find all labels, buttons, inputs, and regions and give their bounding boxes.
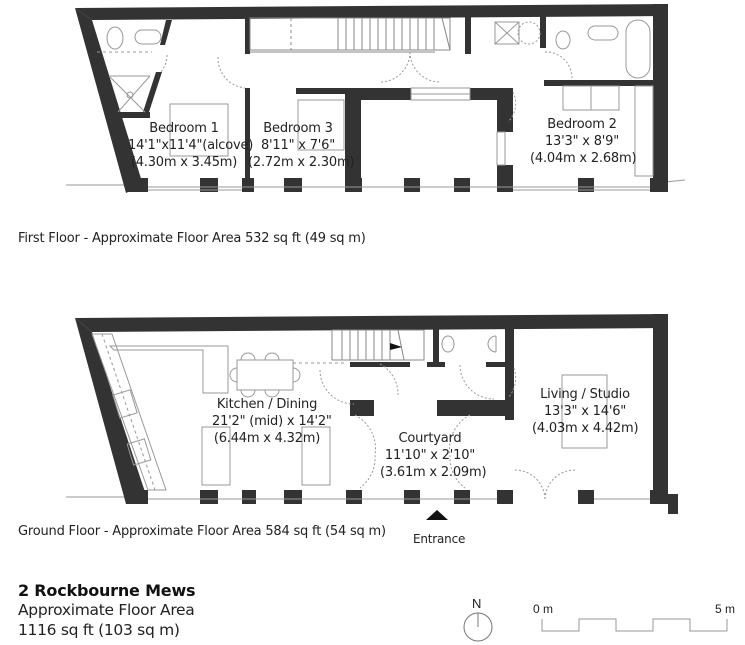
room-dimensions-imperial: 11'10" x 2'10" (384, 448, 476, 463)
scale-end-label: 5 m (715, 602, 736, 616)
ground-floor-caption: Ground Floor - Approximate Floor Area 58… (18, 524, 386, 539)
room-dimensions-imperial: 13'3" x 8'9" (544, 134, 620, 149)
area-label: Approximate Floor Area (18, 601, 195, 619)
staircase-first (249, 17, 451, 53)
room-name: Bedroom 2 (547, 117, 617, 132)
room-name: Kitchen / Dining (216, 397, 318, 412)
scale-start-label: 0 m (533, 602, 554, 616)
room-dimensions-metric: (4.03m x 4.42m) (532, 421, 639, 436)
total-area-value: 1116 sq ft (103 sq m) (18, 621, 180, 639)
room-dimensions-metric: (3.61m x 2.09m) (380, 465, 487, 480)
entrance-arrow-icon (426, 510, 448, 520)
room-dimensions-imperial: 13'3" x 14'6" (543, 404, 627, 419)
north-arrow-icon (463, 612, 493, 642)
exterior-walls (75, 4, 668, 193)
entrance-label: Entrance (413, 532, 466, 546)
room-label-bedroom-2: Bedroom 2 13'3" x 8'9" (4.04m x 2.68m) (530, 116, 637, 167)
room-dimensions-metric: (2.72m x 2.30m) (248, 155, 355, 170)
room-dimensions-metric: (4.04m x 2.68m) (530, 151, 637, 166)
room-dimensions-imperial: 8'11" x 7'6" (260, 138, 336, 153)
room-name: Living / Studio (540, 387, 630, 402)
room-name: Bedroom 1 (149, 121, 219, 136)
scale-bar (541, 618, 728, 632)
exterior-walls (75, 314, 678, 514)
room-label-bedroom-3: Bedroom 3 8'11" x 7'6" (2.72m x 2.30m) (248, 120, 355, 171)
room-label-courtyard: Courtyard 11'10" x 2'10" (3.61m x 2.09m) (380, 430, 487, 481)
room-dimensions-metric: (4.30m x 3.45m) (130, 155, 238, 170)
room-label-bedroom-1: Bedroom 1 14'1"x11'4"(alcove) (4.30m x 3… (128, 120, 254, 171)
compass-north-label: N (472, 596, 482, 611)
staircase-ground (331, 329, 425, 361)
stair-direction-arrow-icon (390, 343, 402, 350)
room-name: Bedroom 3 (263, 121, 333, 136)
room-dimensions-imperial: 14'1"x11'4"(alcove) (128, 138, 254, 153)
room-label-living-studio: Living / Studio 13'3" x 14'6" (4.03m x 4… (532, 386, 639, 437)
room-dimensions-metric: (6.44m x 4.32m) (213, 431, 321, 446)
room-label-kitchen-dining: Kitchen / Dining 21'2" (mid) x 14'2" (6.… (212, 396, 332, 447)
room-dimensions-imperial: 21'2" (mid) x 14'2" (212, 414, 332, 429)
property-title: 2 Rockbourne Mews (18, 581, 196, 600)
room-name: Courtyard (398, 431, 462, 446)
first-floor-plan (66, 4, 686, 193)
ground-floor-plan (66, 314, 678, 520)
first-floor-caption: First Floor - Approximate Floor Area 532… (18, 231, 366, 246)
